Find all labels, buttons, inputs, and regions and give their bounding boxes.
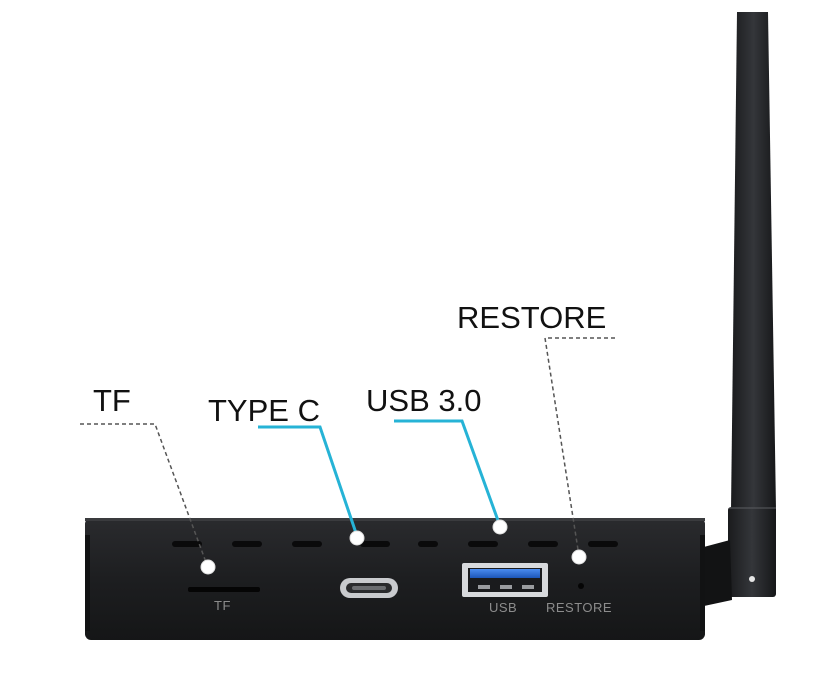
usb-marker-dot xyxy=(492,519,508,535)
callout-type-c: TYPE C xyxy=(208,393,320,428)
port-label-restore: RESTORE xyxy=(546,600,613,615)
usb-c-port xyxy=(340,578,398,598)
port-label-tf: TF xyxy=(214,598,231,613)
restore-marker-dot xyxy=(571,549,587,565)
tf-marker-dot xyxy=(200,559,216,575)
antenna-indicator-dot xyxy=(749,576,755,582)
device-body xyxy=(85,518,705,640)
antenna xyxy=(700,12,776,606)
tf-card-slot xyxy=(188,587,260,592)
callout-tf: TF xyxy=(93,383,131,418)
antenna-hinge xyxy=(700,540,732,606)
callout-lines xyxy=(80,337,615,566)
port-label-usb: USB xyxy=(489,600,518,615)
callout-restore: RESTORE xyxy=(457,300,607,335)
vent-slots xyxy=(172,541,618,547)
type-c-marker-dot xyxy=(349,530,365,546)
usb-3-port xyxy=(462,563,548,597)
callout-markers xyxy=(200,519,587,575)
restore-pinhole xyxy=(578,583,584,589)
callout-usb: USB 3.0 xyxy=(366,383,482,418)
